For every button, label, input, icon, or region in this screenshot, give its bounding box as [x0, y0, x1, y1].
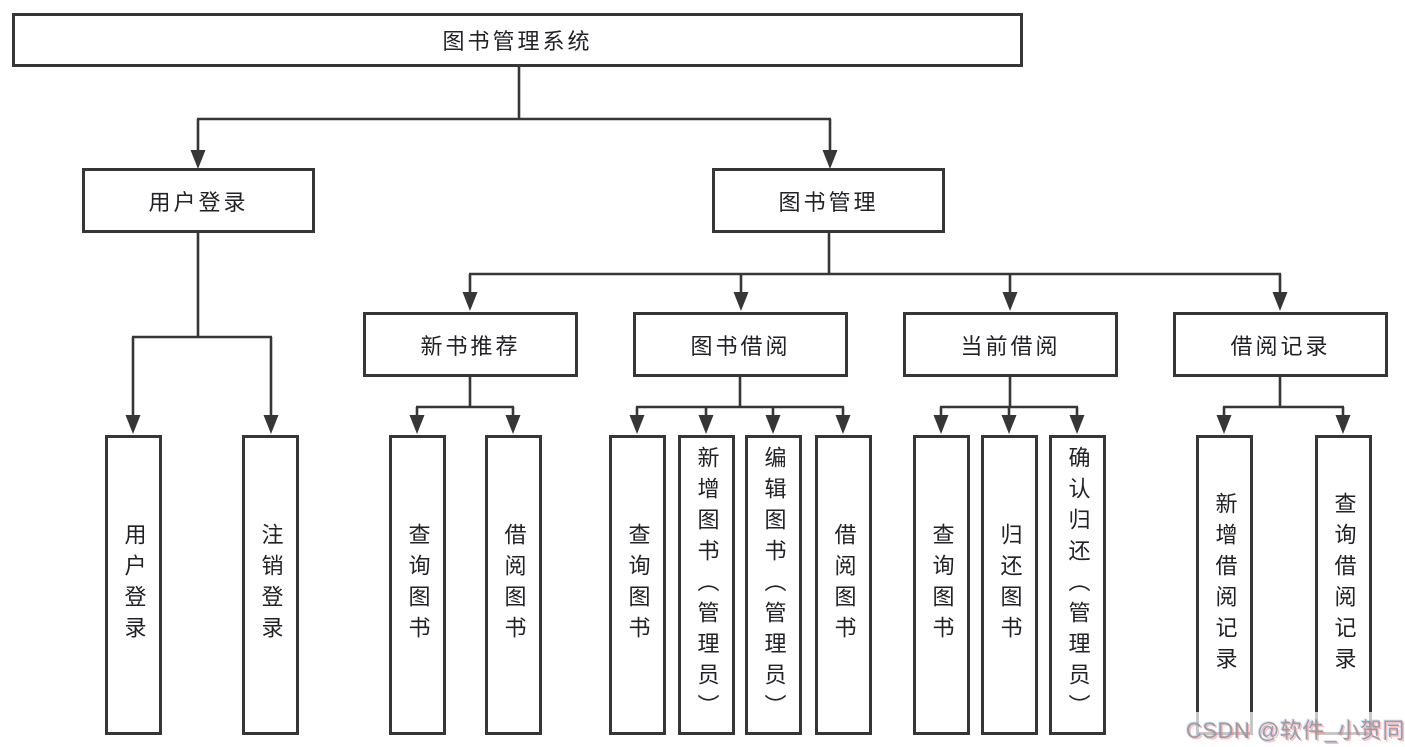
node-new-book-recommend: 新书推荐 [363, 312, 578, 377]
node-current-borrow: 当前借阅 [903, 312, 1118, 377]
node-book-borrow: 图书借阅 [633, 312, 848, 377]
leaf-query-books-current: 查询图书 [913, 435, 970, 735]
connector-book-borrow-to-leaves [629, 377, 851, 434]
leaf-confirm-return-admin: 确认归还（管理员） [1049, 435, 1106, 735]
node-book-management: 图书管理 [712, 168, 945, 233]
leaf-return-books: 归还图书 [981, 435, 1038, 735]
connector-root-to-level2 [190, 66, 838, 169]
csdn-watermark: CSDN @软件_小贺同学 [1183, 712, 1405, 746]
leaf-add-books-admin: 新增图书（管理员） [678, 435, 735, 735]
leaf-borrow-books: 借阅图书 [815, 435, 872, 735]
connector-new-book-to-leaves [409, 377, 521, 434]
leaf-user-login: 用户登录 [105, 435, 162, 735]
node-root-book-management-system: 图书管理系统 [12, 13, 1023, 67]
leaf-query-books-borrow: 查询图书 [609, 435, 666, 735]
node-borrow-record: 借阅记录 [1173, 312, 1388, 377]
node-user-login: 用户登录 [82, 168, 315, 233]
leaf-add-borrow-record: 新增借阅记录 [1196, 435, 1253, 735]
leaf-query-books-recommend: 查询图书 [389, 435, 446, 735]
connector-borrow-record-to-leaves [1216, 377, 1351, 434]
leaf-edit-books-admin: 编辑图书（管理员） [745, 435, 802, 735]
connector-current-borrow-to-leaves [933, 377, 1085, 434]
connector-book-management-to-level3 [462, 233, 1288, 311]
leaf-logout: 注销登录 [242, 435, 299, 735]
connector-user-login-to-leaves [125, 233, 279, 434]
leaf-borrow-books-recommend: 借阅图书 [485, 435, 542, 735]
leaf-query-borrow-record: 查询借阅记录 [1315, 435, 1372, 735]
